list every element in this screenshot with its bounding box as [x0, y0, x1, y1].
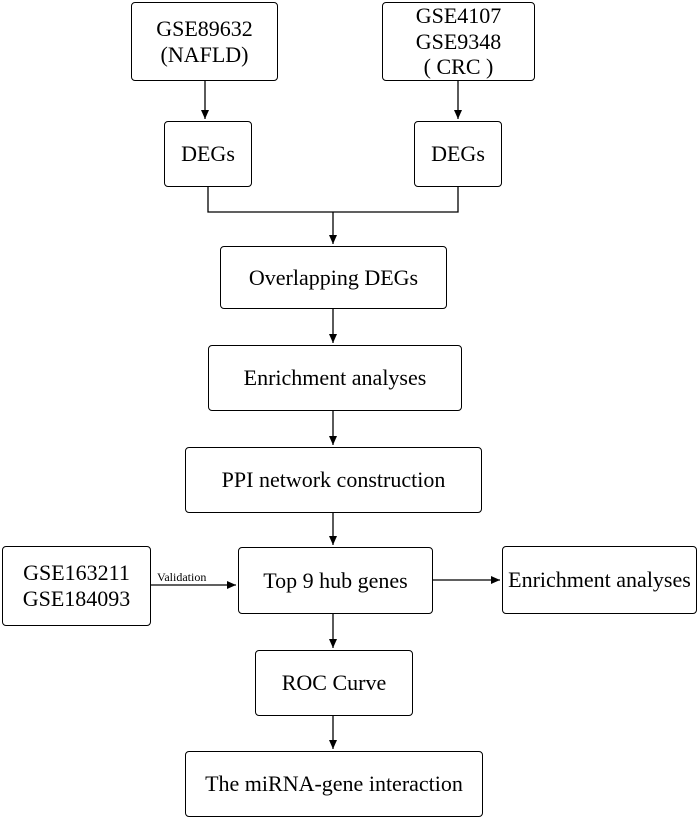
crc-dataset-box: GSE4107 GSE9348 ( CRC ) — [382, 2, 535, 81]
enrichment-analyses-label: Enrichment analyses — [243, 365, 427, 391]
degs-crc-box: DEGs — [414, 121, 502, 187]
ppi-network-label: PPI network construction — [221, 467, 446, 493]
crc-dataset-line-3: ( CRC ) — [423, 54, 494, 80]
nafld-dataset-box: GSE89632 (NAFLD) — [131, 2, 278, 81]
overlapping-degs-label: Overlapping DEGs — [248, 264, 419, 290]
roc-curve-box: ROC Curve — [255, 650, 413, 716]
ppi-network-box: PPI network construction — [185, 447, 482, 513]
validation-label: Validation — [157, 570, 207, 584]
degs-crc-label: DEGs — [431, 141, 485, 167]
validation-datasets-box: GSE163211 GSE184093 — [2, 546, 151, 626]
nafld-dataset-line-2: (NAFLD) — [160, 41, 249, 67]
merge-connector — [207, 187, 459, 213]
mirna-interaction-box: The miRNA-gene interaction — [185, 751, 483, 817]
hub-genes-box: Top 9 hub genes — [238, 547, 433, 614]
enrichment-analyses-box: Enrichment analyses — [208, 345, 462, 411]
crc-dataset-line-2: GSE9348 — [415, 28, 502, 54]
nafld-dataset-line-1: GSE89632 — [156, 15, 253, 41]
crc-dataset-line-1: GSE4107 — [415, 2, 502, 28]
validation-dataset-line-2: GSE184093 — [22, 586, 131, 611]
validation-dataset-line-1: GSE163211 — [23, 560, 130, 586]
roc-curve-label: ROC Curve — [281, 670, 387, 696]
degs-nafld-label: DEGs — [181, 141, 235, 167]
overlapping-degs-box: Overlapping DEGs — [220, 246, 447, 309]
mirna-interaction-label: The miRNA-gene interaction — [205, 771, 463, 797]
hub-genes-label: Top 9 hub genes — [263, 567, 408, 593]
hub-enrichment-label: Enrichment analyses — [508, 567, 691, 593]
degs-nafld-box: DEGs — [164, 121, 252, 187]
hub-enrichment-box: Enrichment analyses — [502, 546, 697, 614]
